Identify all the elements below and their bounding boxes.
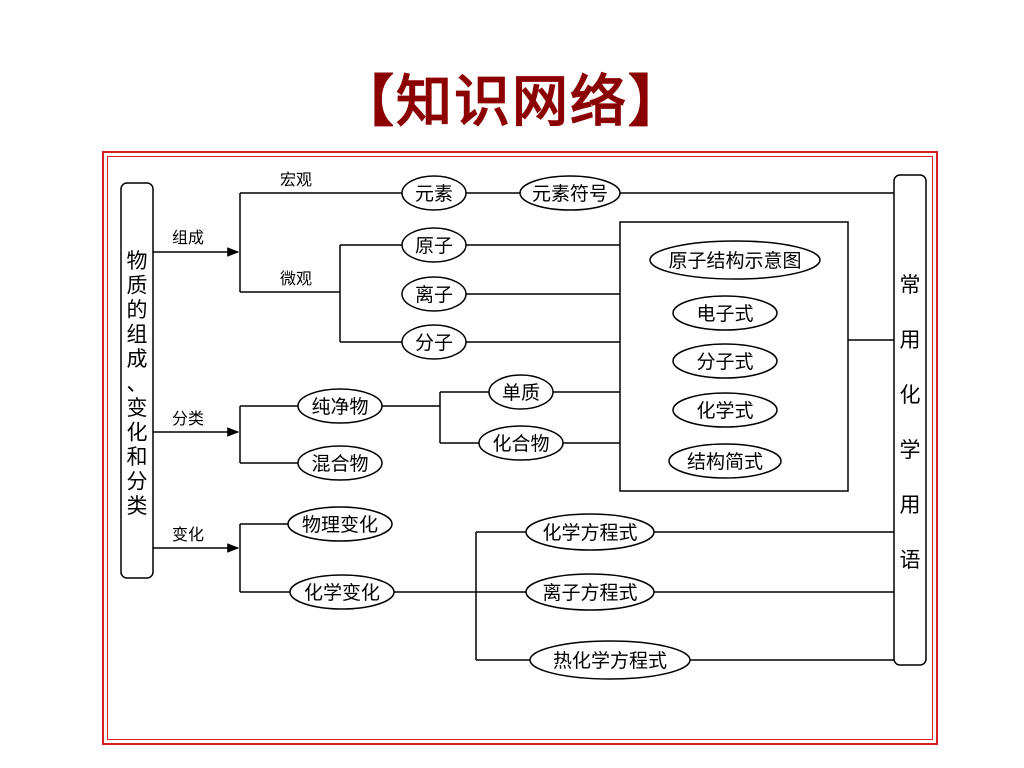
node-chemical-formula: 化学式 <box>672 392 778 428</box>
node-mixture: 混合物 <box>297 445 383 481</box>
svg-text:分子式: 分子式 <box>696 351 753 373</box>
node-element: 元素 <box>401 175 467 211</box>
svg-text:元素符号: 元素符号 <box>532 183 608 205</box>
svg-text:化学式: 化学式 <box>696 400 753 422</box>
svg-text:原子: 原子 <box>415 235 453 257</box>
label-classification: 分类 <box>172 409 204 428</box>
left-bar-label-char: 成 <box>127 347 148 371</box>
left-bar-label-char: 类 <box>127 494 148 518</box>
right-bar-label-char: 用 <box>900 493 921 517</box>
node-thermochemical-equation: 热化学方程式 <box>529 640 691 680</box>
diagram-frame-inner <box>107 156 933 740</box>
svg-text:纯净物: 纯净物 <box>311 396 368 418</box>
label-composition: 组成 <box>172 228 204 247</box>
svg-text:单质: 单质 <box>502 382 540 404</box>
svg-text:化合物: 化合物 <box>492 433 549 455</box>
label-change: 变化 <box>172 525 204 544</box>
left-bar-label-char: 分 <box>127 470 148 494</box>
svg-text:电子式: 电子式 <box>696 303 753 325</box>
svg-text:化学方程式: 化学方程式 <box>542 522 637 544</box>
svg-text:热化学方程式: 热化学方程式 <box>553 650 667 672</box>
label-micro: 微观 <box>280 269 312 288</box>
left-bar-label-char: 质 <box>127 274 148 298</box>
svg-text:分子: 分子 <box>415 332 453 354</box>
diagram-frame <box>102 151 938 745</box>
left-bar-label-char: 的 <box>127 298 148 322</box>
label-macro: 宏观 <box>280 170 312 189</box>
node-atom: 原子 <box>401 227 467 263</box>
node-structural-formula: 结构简式 <box>668 443 782 479</box>
right-bar-label-char: 学 <box>900 438 921 462</box>
left-bar-label-char: 变 <box>127 396 148 420</box>
node-molecular-formula: 分子式 <box>672 343 778 379</box>
node-ion: 离子 <box>401 276 467 312</box>
connector-lines <box>153 192 894 661</box>
left-bar-label-char: 组 <box>127 323 148 347</box>
node-molecule: 分子 <box>401 324 467 360</box>
right-bar-label-char: 化 <box>900 383 921 407</box>
node-physical-change: 物理变化 <box>287 506 393 542</box>
svg-text:离子: 离子 <box>415 284 453 306</box>
node-electron-formula: 电子式 <box>672 295 778 331</box>
left-bar-label-char: 物 <box>127 249 148 273</box>
right-bar-label-char: 用 <box>900 328 921 352</box>
node-chemical-change: 化学变化 <box>289 574 395 610</box>
page-title: 【知识网络】 <box>338 69 686 135</box>
node-pure-substance: 纯净物 <box>297 388 383 424</box>
svg-text:原子结构示意图: 原子结构示意图 <box>668 250 801 272</box>
svg-text:结构简式: 结构简式 <box>687 451 763 473</box>
svg-text:化学变化: 化学变化 <box>304 582 380 604</box>
svg-text:元素: 元素 <box>415 183 453 205</box>
svg-text:离子方程式: 离子方程式 <box>542 582 637 604</box>
right-bar-label-char: 常 <box>900 273 921 297</box>
svg-text:物理变化: 物理变化 <box>302 514 378 536</box>
left-bar-label-char: 和 <box>127 445 148 469</box>
node-atom-structure-diagram: 原子结构示意图 <box>649 240 821 280</box>
left-bar-label-char: 、 <box>127 372 148 396</box>
node-simple-substance: 单质 <box>488 374 554 410</box>
svg-text:混合物: 混合物 <box>311 453 368 475</box>
node-ionic-equation: 离子方程式 <box>525 573 655 611</box>
right-bar-label-char: 语 <box>900 548 921 572</box>
node-element-symbol: 元素符号 <box>519 175 621 211</box>
node-compound: 化合物 <box>478 425 564 461</box>
node-chemical-equation: 化学方程式 <box>525 513 655 551</box>
left-bar-label-char: 化 <box>127 421 148 445</box>
formula-group-box <box>619 221 849 492</box>
